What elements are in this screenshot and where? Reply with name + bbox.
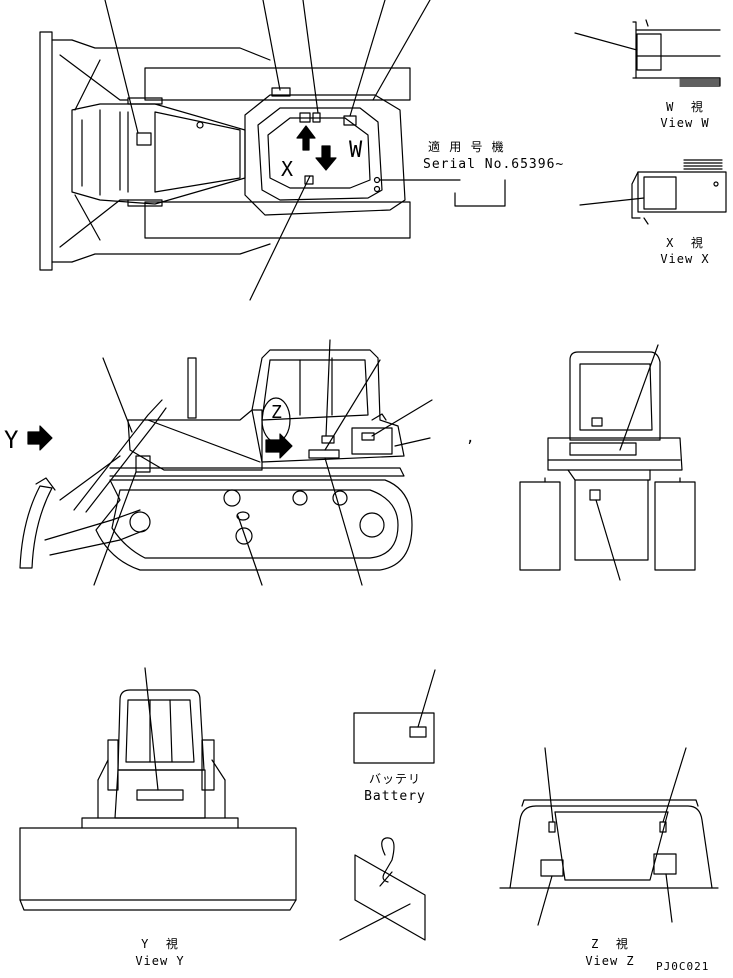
view-y <box>19 667 297 911</box>
label-battery <box>409 726 427 738</box>
comma-mark: , <box>466 430 476 446</box>
label-rear <box>569 442 637 456</box>
label-hood <box>136 132 152 146</box>
cab-side <box>251 349 405 463</box>
side-view <box>19 339 433 586</box>
marker-w: W <box>349 138 364 163</box>
view-z-title-jp: Z 視 <box>591 937 629 951</box>
label-cab <box>361 432 375 441</box>
label-x <box>643 176 677 210</box>
track-bottom <box>144 201 411 239</box>
view-x-title-jp: X 視 <box>666 236 704 250</box>
label-w <box>636 33 662 71</box>
battery-title-en: Battery <box>364 789 426 804</box>
marker-x: X <box>281 157 295 181</box>
label-front <box>136 789 184 801</box>
blade-top <box>39 31 53 271</box>
view-x <box>579 159 727 225</box>
label-hood-side <box>135 455 151 473</box>
arrow-y <box>27 425 53 451</box>
view-z-title-en: View Z <box>585 954 635 968</box>
view-x-title-en: View X <box>660 252 710 266</box>
marker-z: Z <box>271 402 283 423</box>
arrow-w-up <box>296 125 316 151</box>
serial-label-jp: 適 用 号 機 <box>428 140 505 154</box>
view-y-title-jp: Y 視 <box>141 937 179 951</box>
view-w-title-jp: W 視 <box>666 100 704 114</box>
top-view <box>39 0 506 301</box>
tag-view <box>339 837 426 941</box>
battery-view <box>353 669 436 764</box>
view-w-title-en: View W <box>660 116 710 130</box>
battery-title-jp: バッテリ <box>368 772 421 786</box>
track-top <box>144 67 411 101</box>
view-w <box>574 19 721 87</box>
label-z-left <box>540 859 564 877</box>
marker-y: Y <box>4 426 20 454</box>
battery-box <box>353 712 435 764</box>
arrow-w-down <box>315 145 337 171</box>
view-y-title-en: View Y <box>135 954 185 968</box>
rear-view <box>519 344 696 581</box>
drawing-code: PJ0C021 <box>656 960 710 973</box>
arrow-z <box>265 433 293 459</box>
label-z-right <box>653 853 677 875</box>
view-z <box>499 747 719 926</box>
blade-side <box>19 485 53 569</box>
serial-label-en: Serial No.65396~ <box>423 157 565 172</box>
cab-top <box>244 94 406 216</box>
